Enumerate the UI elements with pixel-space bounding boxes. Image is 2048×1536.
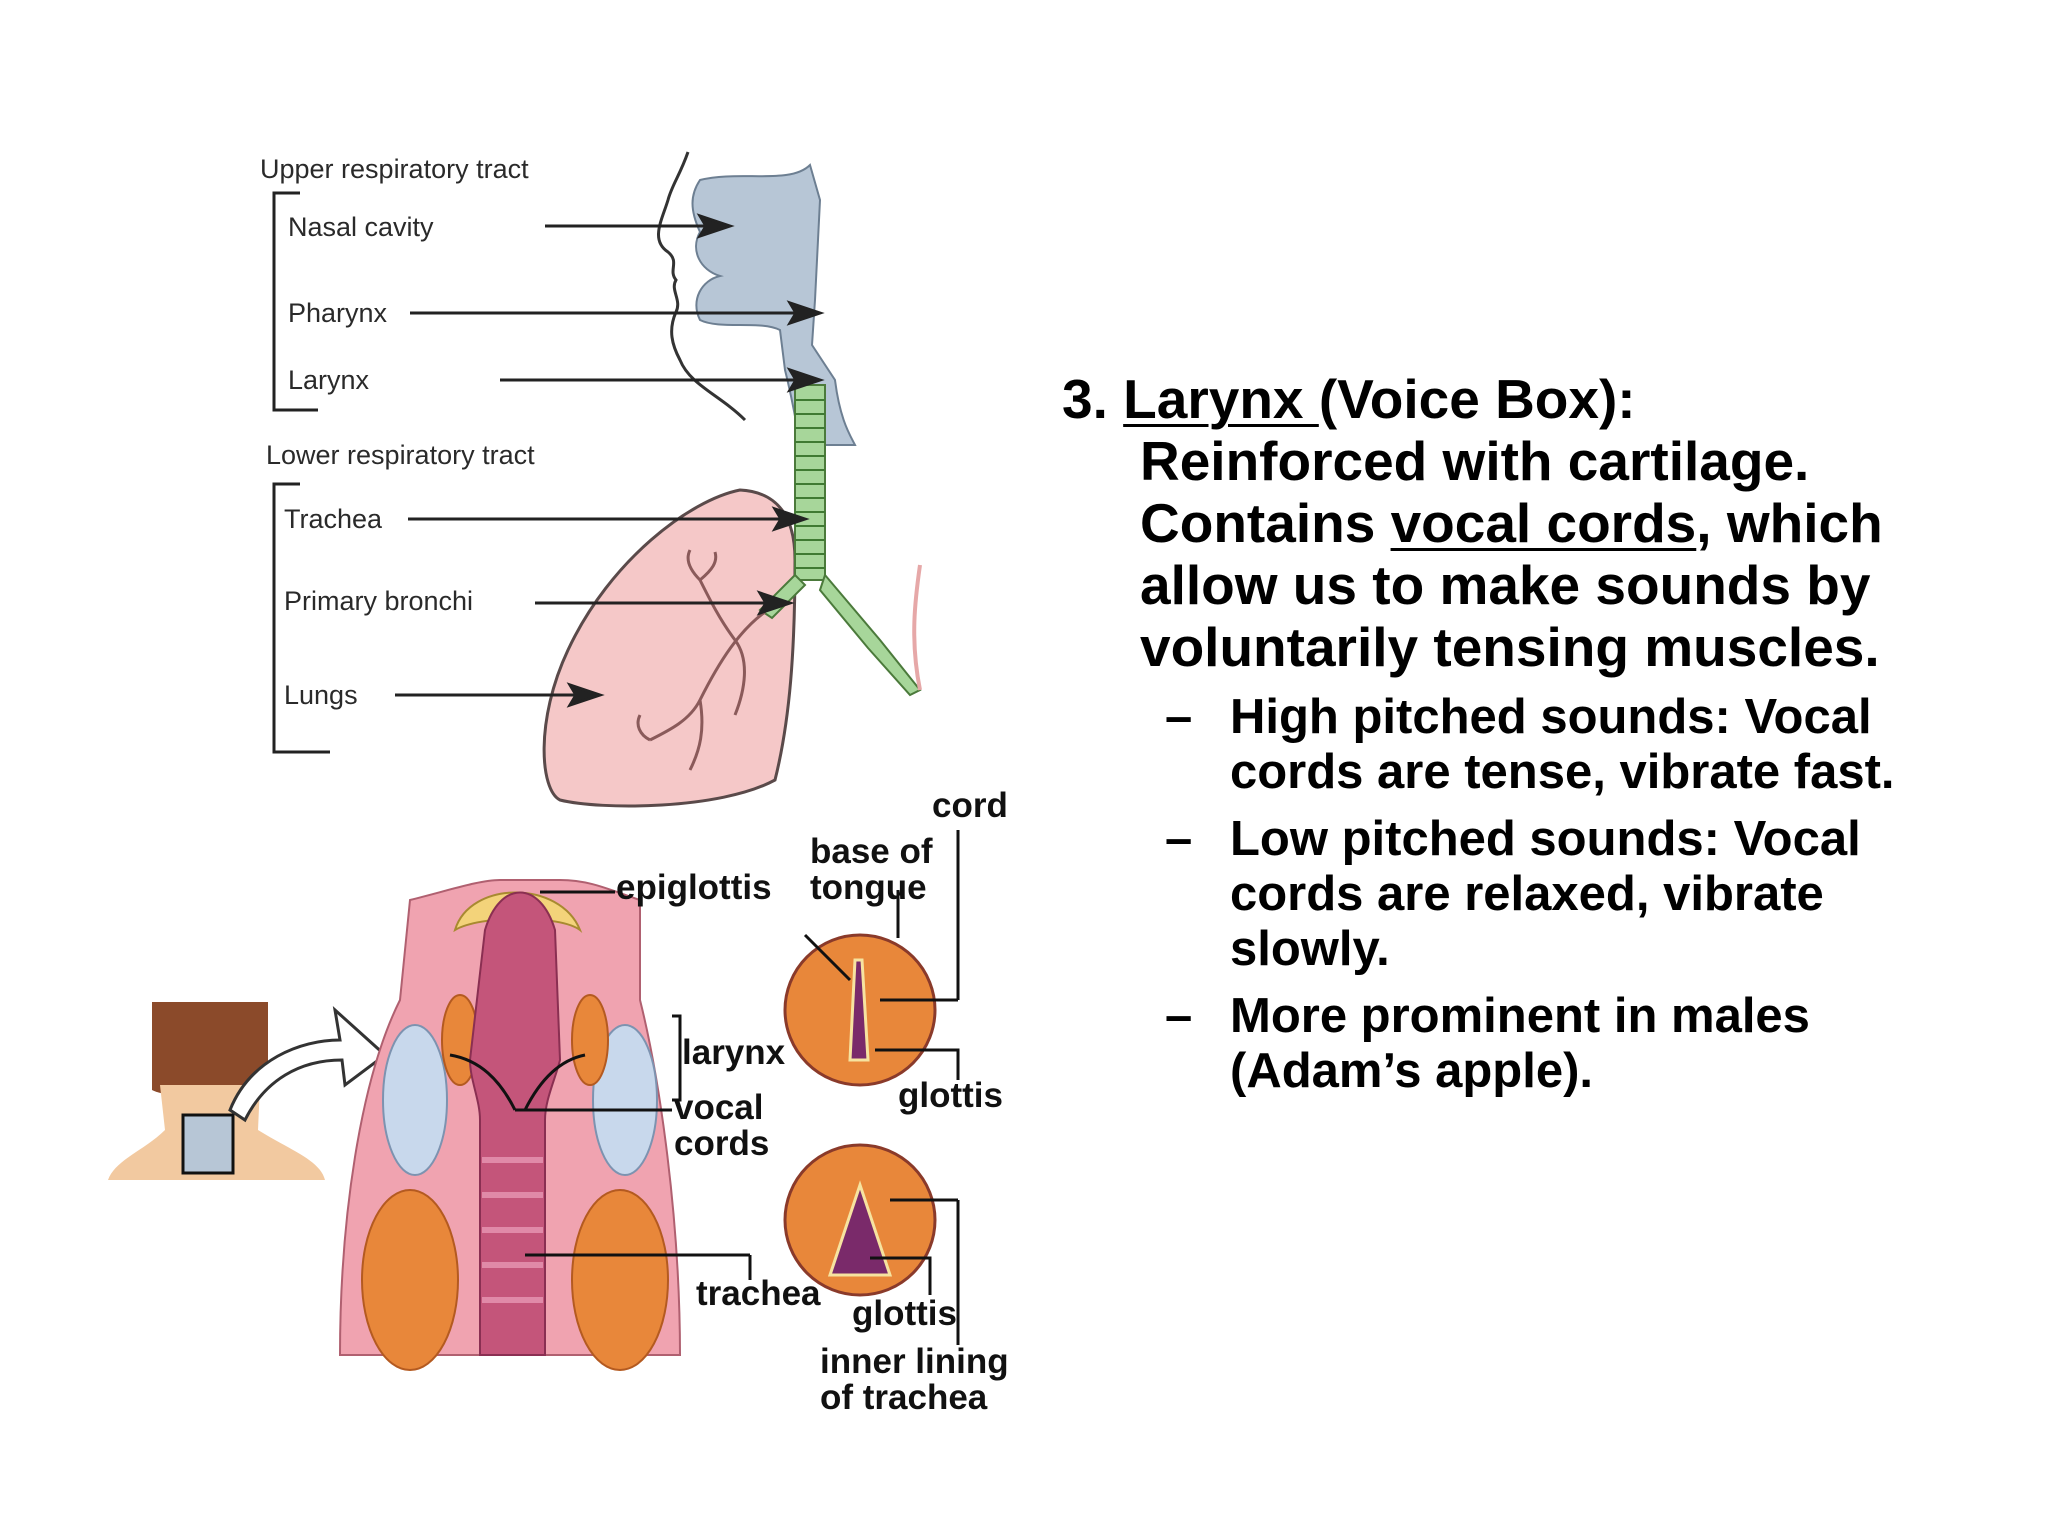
label-cords: cords	[674, 1124, 770, 1163]
label-upper-respiratory-tract: Upper respiratory tract	[260, 154, 529, 184]
bullet-low-pitched: – Low pitched sounds: Vocal cords are re…	[1165, 812, 2022, 977]
bullet-line: slowly.	[1230, 922, 1390, 976]
body-line-2-pre: Contains	[1140, 492, 1391, 554]
trachea-rings	[795, 399, 825, 569]
label-larynx-top: Larynx	[288, 365, 370, 395]
larynx-tube	[468, 891, 562, 1356]
label-lungs: Lungs	[284, 680, 358, 710]
left-gland	[361, 1189, 459, 1371]
body-line-4: voluntarily tensing muscles.	[1140, 616, 1880, 678]
bullet-dash: –	[1165, 690, 1193, 744]
label-nasal-cavity: Nasal cavity	[288, 212, 434, 242]
label-vocal: vocal	[674, 1088, 764, 1127]
bullet-dash: –	[1165, 989, 1193, 1043]
heading-larynx: Larynx	[1123, 368, 1319, 430]
bullet-prominent-males: – More prominent in males (Adam’s apple)…	[1165, 989, 2022, 1099]
body-vocal-cords: vocal cords	[1390, 492, 1697, 554]
slide-body: Reinforced with cartilage. Contains voca…	[1140, 430, 2022, 678]
body-line-2: Contains vocal cords, which	[1140, 492, 2022, 554]
bullet-line: cords are relaxed, vibrate	[1230, 867, 1824, 921]
label-glottis-bottom: glottis	[852, 1294, 957, 1333]
label-epiglottis: epiglottis	[616, 868, 772, 907]
heading-number: 3.	[1062, 368, 1108, 430]
label-trachea-bottom: trachea	[696, 1274, 821, 1313]
left-cartilage	[382, 1024, 448, 1176]
bullet-dash: –	[1165, 812, 1193, 866]
label-larynx-bottom: larynx	[682, 1033, 786, 1072]
label-primary-bronchi: Primary bronchi	[284, 586, 474, 616]
slide-text-block: 3. Larynx (Voice Box): Reinforced with c…	[1062, 368, 2022, 1099]
head-profile-outline	[657, 151, 747, 422]
glottis-tense-opening	[848, 958, 870, 1062]
vocal-cords-lines	[449, 1053, 586, 1111]
glottis-relaxed-opening	[827, 1180, 893, 1277]
trachea-shape	[794, 384, 826, 581]
body-line-1: Reinforced with cartilage.	[1140, 430, 1810, 492]
person-hair	[152, 1002, 268, 1098]
right-upper-gland	[571, 994, 609, 1086]
right-lung-edge	[912, 564, 922, 691]
label-trachea-top: Trachea	[284, 504, 383, 534]
lung-shape	[542, 488, 797, 808]
bullet-line: More prominent in males	[1230, 989, 1810, 1043]
label-pharynx: Pharynx	[288, 298, 388, 328]
body-line-2-post: , which	[1696, 492, 1883, 554]
label-inner-lining: inner lining	[820, 1342, 1009, 1381]
larynx-leader-lines	[515, 830, 960, 1345]
bullet-high-pitched: – High pitched sounds: Vocal cords are t…	[1165, 690, 2022, 800]
label-glottis-top: glottis	[898, 1076, 1003, 1115]
bullet-line: cords are tense, vibrate fast.	[1230, 745, 1895, 799]
bullet-line: High pitched sounds: Vocal	[1230, 690, 1872, 744]
nasal-cavity-shape	[691, 163, 857, 446]
bronchiole-branches	[636, 549, 766, 771]
trachea-bands	[482, 1157, 543, 1303]
upper-tract-bracket	[272, 191, 318, 412]
slide-heading: 3. Larynx (Voice Box):	[1062, 368, 2022, 430]
lower-tract-bracket	[272, 482, 330, 754]
right-cartilage	[592, 1024, 658, 1176]
label-tongue: tongue	[810, 868, 927, 907]
label-of-trachea: of trachea	[820, 1378, 988, 1417]
right-gland	[571, 1189, 669, 1371]
label-base-of: base of	[810, 832, 933, 871]
label-cord: cord	[932, 786, 1008, 825]
label-arrows	[395, 213, 825, 708]
bullet-line: (Adam’s apple).	[1230, 1044, 1594, 1098]
heading-rest: (Voice Box):	[1318, 368, 1636, 430]
body-line-3: allow us to make sounds by	[1140, 554, 1871, 616]
label-lower-respiratory-tract: Lower respiratory tract	[266, 440, 535, 470]
neck-focus-box	[181, 1113, 235, 1175]
bullet-line: Low pitched sounds: Vocal	[1230, 812, 1861, 866]
